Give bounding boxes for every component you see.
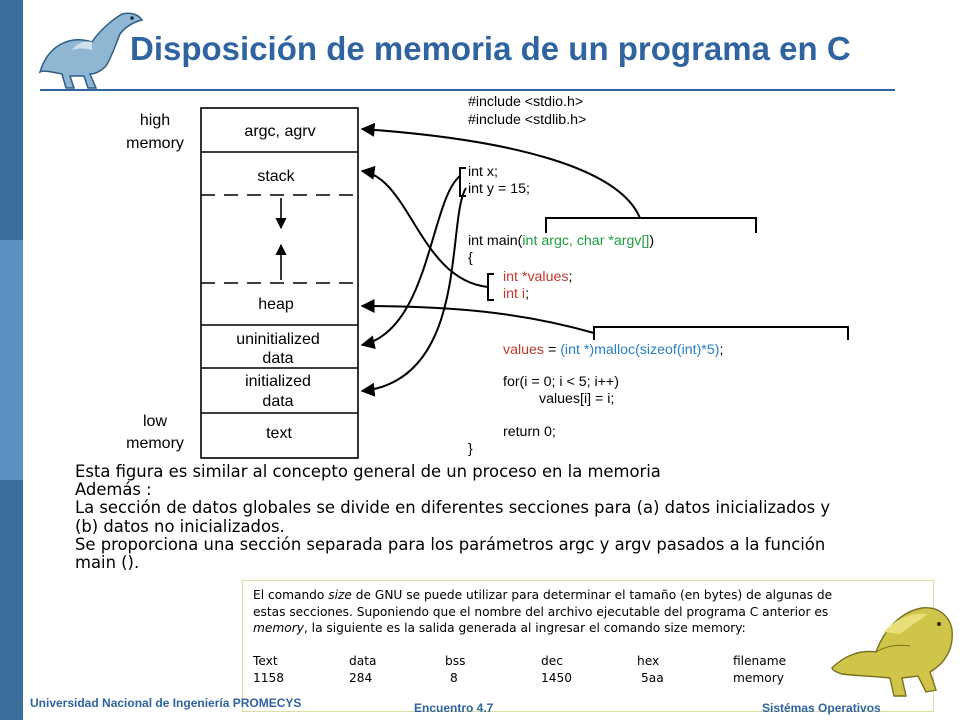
low-memory-label-2: memory (126, 435, 184, 452)
size-value-text: 1158 (253, 670, 285, 685)
code-i-decl-body: int i (503, 286, 525, 302)
code-i-decl-semicolon: ; (525, 286, 529, 302)
note-line-1-a: El comando (253, 588, 329, 602)
footer-lesson: Encuentro 4.7 (414, 701, 494, 715)
bracket-locals (487, 273, 494, 301)
code-malloc-rhs: (int *)malloc(sizeof(int)*5) (560, 342, 719, 358)
note-line-3-b: , la siguiente es la salida generada al … (303, 621, 746, 636)
code-values-decl: int *values; (503, 269, 572, 285)
arrow-malloc-to-heap (360, 299, 595, 334)
page-title: Disposición de memoria de un programa en… (130, 30, 851, 67)
size-value-data: 284 (349, 670, 373, 685)
size-header-dec: dec (541, 653, 563, 668)
bracket-malloc (593, 326, 849, 340)
code-include-stdlib: #include <stdlib.h> (468, 112, 586, 128)
high-memory-label-2: memory (126, 135, 184, 152)
size-table-row: 1158 284 8 1450 5aa memory (253, 670, 923, 687)
size-value-dec: 1450 (541, 670, 573, 685)
note-line-1: El comando size de GNU se puede utilizar… (253, 587, 923, 604)
code-main-suffix: ) (649, 233, 654, 249)
size-table-header: Text data bss dec hex filename (253, 653, 923, 670)
code-main-signature: int main(int argc, char *argv[]) (468, 233, 654, 249)
code-int-y: int y = 15; (468, 181, 530, 197)
footer-university: Universidad Nacional de Ingeniería PROME… (30, 696, 302, 710)
code-main-prefix: int main( (468, 233, 523, 249)
segment-uninit-1: uninitialized (236, 331, 320, 348)
low-memory-label-1: low (143, 413, 167, 430)
description-text: Esta figura es similar al concepto gener… (75, 462, 945, 573)
code-i-decl: int i; (503, 286, 529, 302)
code-assign: values[i] = i; (539, 391, 614, 407)
code-values-decl-body: int *values (503, 269, 568, 285)
description-line-6: main (). (75, 553, 140, 573)
segment-stack: stack (257, 168, 295, 185)
high-memory-label-1: high (140, 112, 170, 129)
code-main-params: int argc, char *argv[] (522, 233, 649, 249)
description-line-5: Se proporciona una sección separada para… (75, 534, 826, 554)
size-header-hex: hex (637, 653, 660, 668)
note-line-3-emphasis: memory (253, 621, 304, 636)
segment-uninit-2: data (262, 350, 293, 367)
code-brace-close: } (468, 441, 473, 457)
code-values-decl-semicolon: ; (568, 269, 572, 285)
size-header-bss: bss (445, 653, 466, 668)
size-header-data: data (349, 653, 377, 668)
segment-text: text (266, 425, 292, 442)
note-line-3: memory, la siguiente es la salida genera… (253, 620, 923, 637)
description-line-1: Esta figura es similar al concepto gener… (75, 462, 661, 481)
arrow-x-to-uninit (360, 175, 461, 350)
note-line-1-b: de GNU se puede utilizar para determinar… (351, 588, 833, 602)
code-brace-open: { (468, 250, 473, 266)
segment-heap: heap (258, 296, 294, 313)
segment-init-2: data (262, 393, 293, 410)
description-line-3: La sección de datos globales se divide e… (75, 498, 831, 518)
description-line-4: (b) datos no inicializados. (75, 516, 285, 536)
arrow-locals-to-stack (360, 165, 489, 288)
arrow-y-to-init (360, 187, 467, 397)
footer-course: Sistémas Operativos (762, 701, 881, 715)
note-line-2: estas secciones. Suponiendo que el nombr… (253, 604, 829, 619)
size-command-note: El comando size de GNU se puede utilizar… (242, 580, 934, 712)
code-for: for(i = 0; i < 5; i++) (503, 374, 619, 390)
code-include-stdio: #include <stdio.h> (468, 94, 583, 110)
code-malloc-semicolon: ; (719, 342, 723, 358)
code-malloc: values = (int *)malloc(sizeof(int)*5); (503, 342, 723, 358)
memory-column (200, 107, 359, 459)
arrow-argv-to-argc (360, 122, 641, 219)
segment-argc: argc, agrv (244, 123, 315, 140)
title-divider (40, 89, 895, 91)
code-malloc-eq: = (544, 342, 560, 358)
size-header-filename: filename (733, 653, 787, 668)
size-value-bss: 8 (450, 670, 458, 685)
note-line-1-emphasis: size (328, 588, 352, 602)
size-value-filename: memory (733, 670, 784, 685)
size-value-hex: 5aa (641, 670, 664, 685)
code-int-x: int x; (468, 164, 498, 180)
code-malloc-lhs: values (503, 342, 544, 358)
size-header-text: Text (253, 653, 278, 668)
bracket-argv (545, 217, 757, 233)
description-line-2: Además : (75, 480, 152, 500)
segment-init-1: initialized (245, 373, 311, 390)
left-accent-bar-highlight (0, 240, 23, 480)
code-return: return 0; (503, 424, 556, 440)
